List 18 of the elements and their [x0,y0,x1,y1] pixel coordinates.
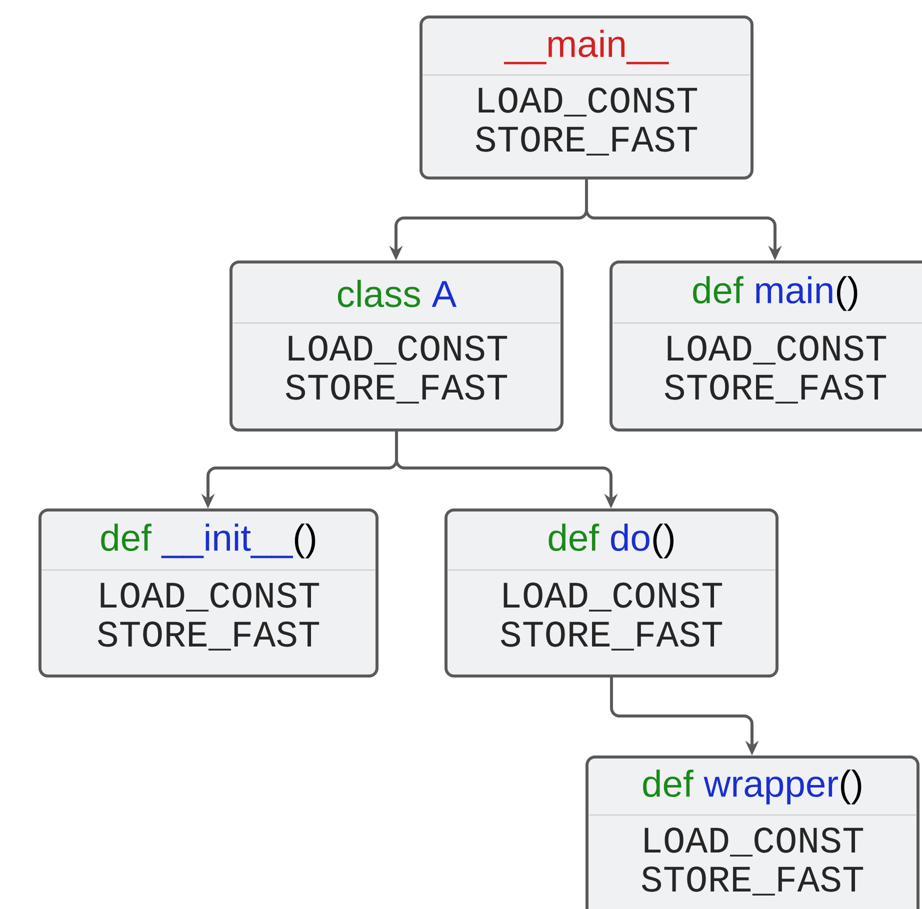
box-title: class A [338,280,457,308]
bytecode-line: LOAD_CONST [504,582,722,612]
bytecode-line: LOAD_CONST [668,336,886,364]
bytecode-line: STORE_FAST [286,374,508,404]
bytecode-line: LOAD_CONST [288,336,508,364]
box-title: def wrapper() [643,770,862,804]
box-title: __main__ [504,30,669,64]
bytecode-line: STORE_FAST [500,622,722,650]
bytecode-line: LOAD_CONST [644,828,864,856]
bytecode-line: LOAD_CONST [100,582,320,612]
bytecode-line: STORE_FAST [642,866,864,896]
box-title: def __init__() [101,524,316,558]
box-title: def main() [693,276,858,311]
bytecode-line: STORE_FAST [476,126,698,156]
bytecode-line: LOAD_CONST [478,88,698,116]
bytecode-line: STORE_FAST [98,622,320,650]
box-title: def do() [548,524,674,558]
bytecode-line: STORE_FAST [664,374,886,404]
